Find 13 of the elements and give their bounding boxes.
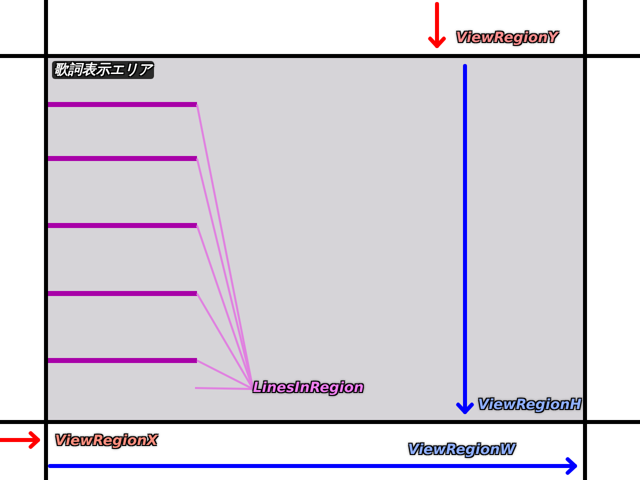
lyric-line-bar [48,102,197,107]
dimension-label: ViewRegionH [478,396,582,414]
dimension-label: ViewRegionW [408,441,516,459]
area-heading: 歌詞表示エリア [52,61,154,79]
lines-in-region-label: LinesInRegion [253,379,419,399]
lyric-line-bar [48,223,197,228]
leader-line [196,293,254,390]
lyric-line-bar [48,156,197,161]
lyric-line-bar [48,291,197,296]
display-area [48,58,583,420]
dimension-label: ViewRegionY [456,29,558,47]
dimension-label: ViewRegionX [55,432,158,450]
lyric-line-bar [48,358,197,363]
